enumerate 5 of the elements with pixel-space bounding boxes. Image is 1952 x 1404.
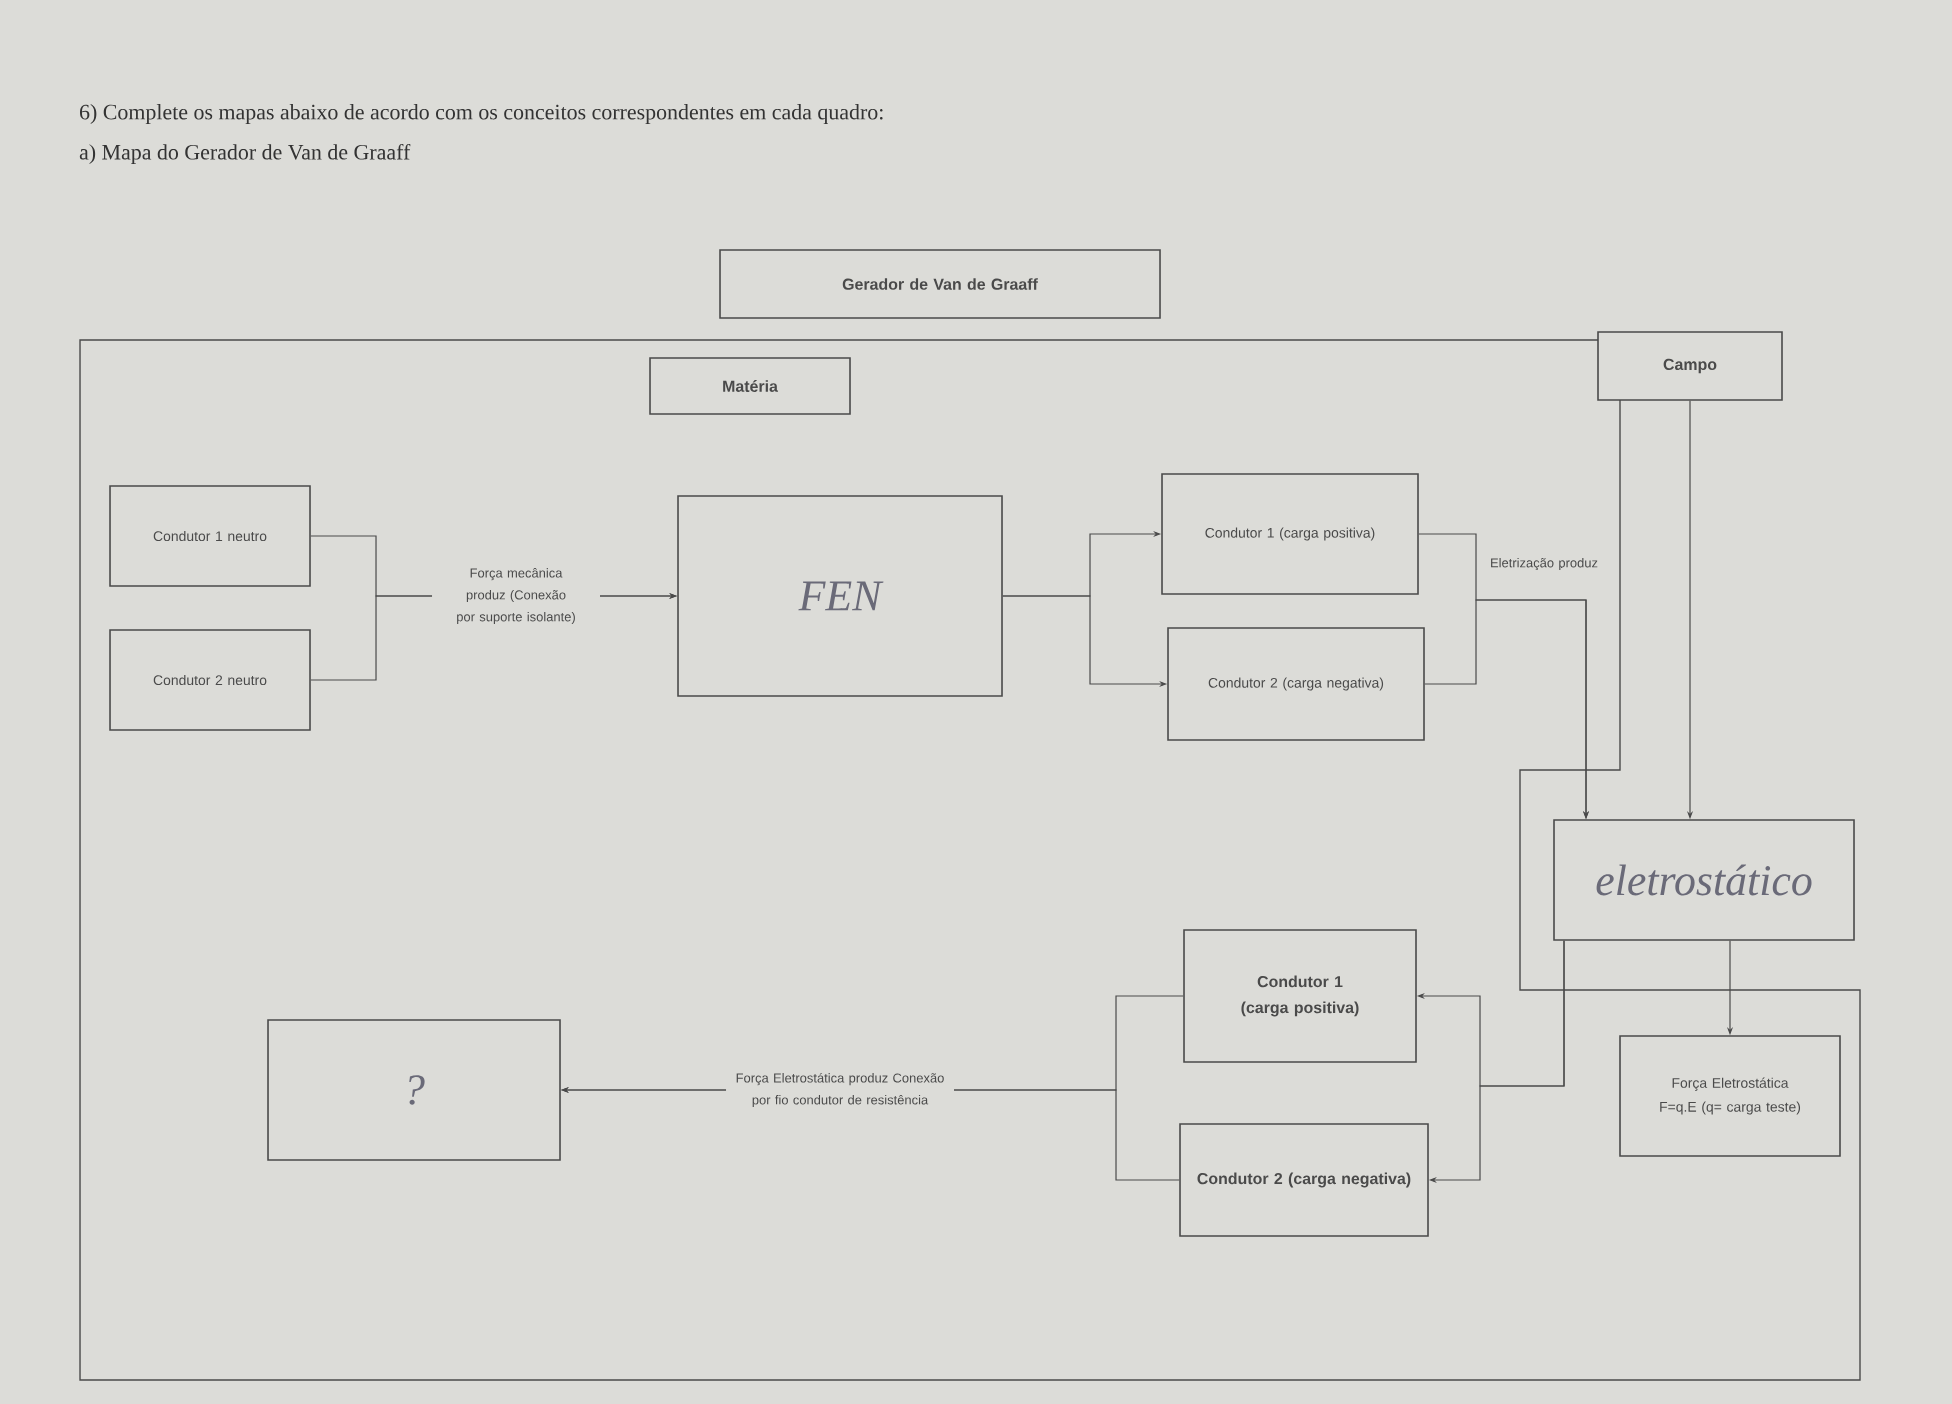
answer-box: ? [267,1019,561,1161]
answer-box: FEN [677,495,1003,697]
answer-box: eletrostático [1553,819,1855,941]
subheading: a) Mapa do Gerador de Van de Graaff [79,143,411,165]
instruction-text: 6) Complete os mapas abaixo de acordo com os conceitos correspondentes em cada quadro: [80,104,883,124]
